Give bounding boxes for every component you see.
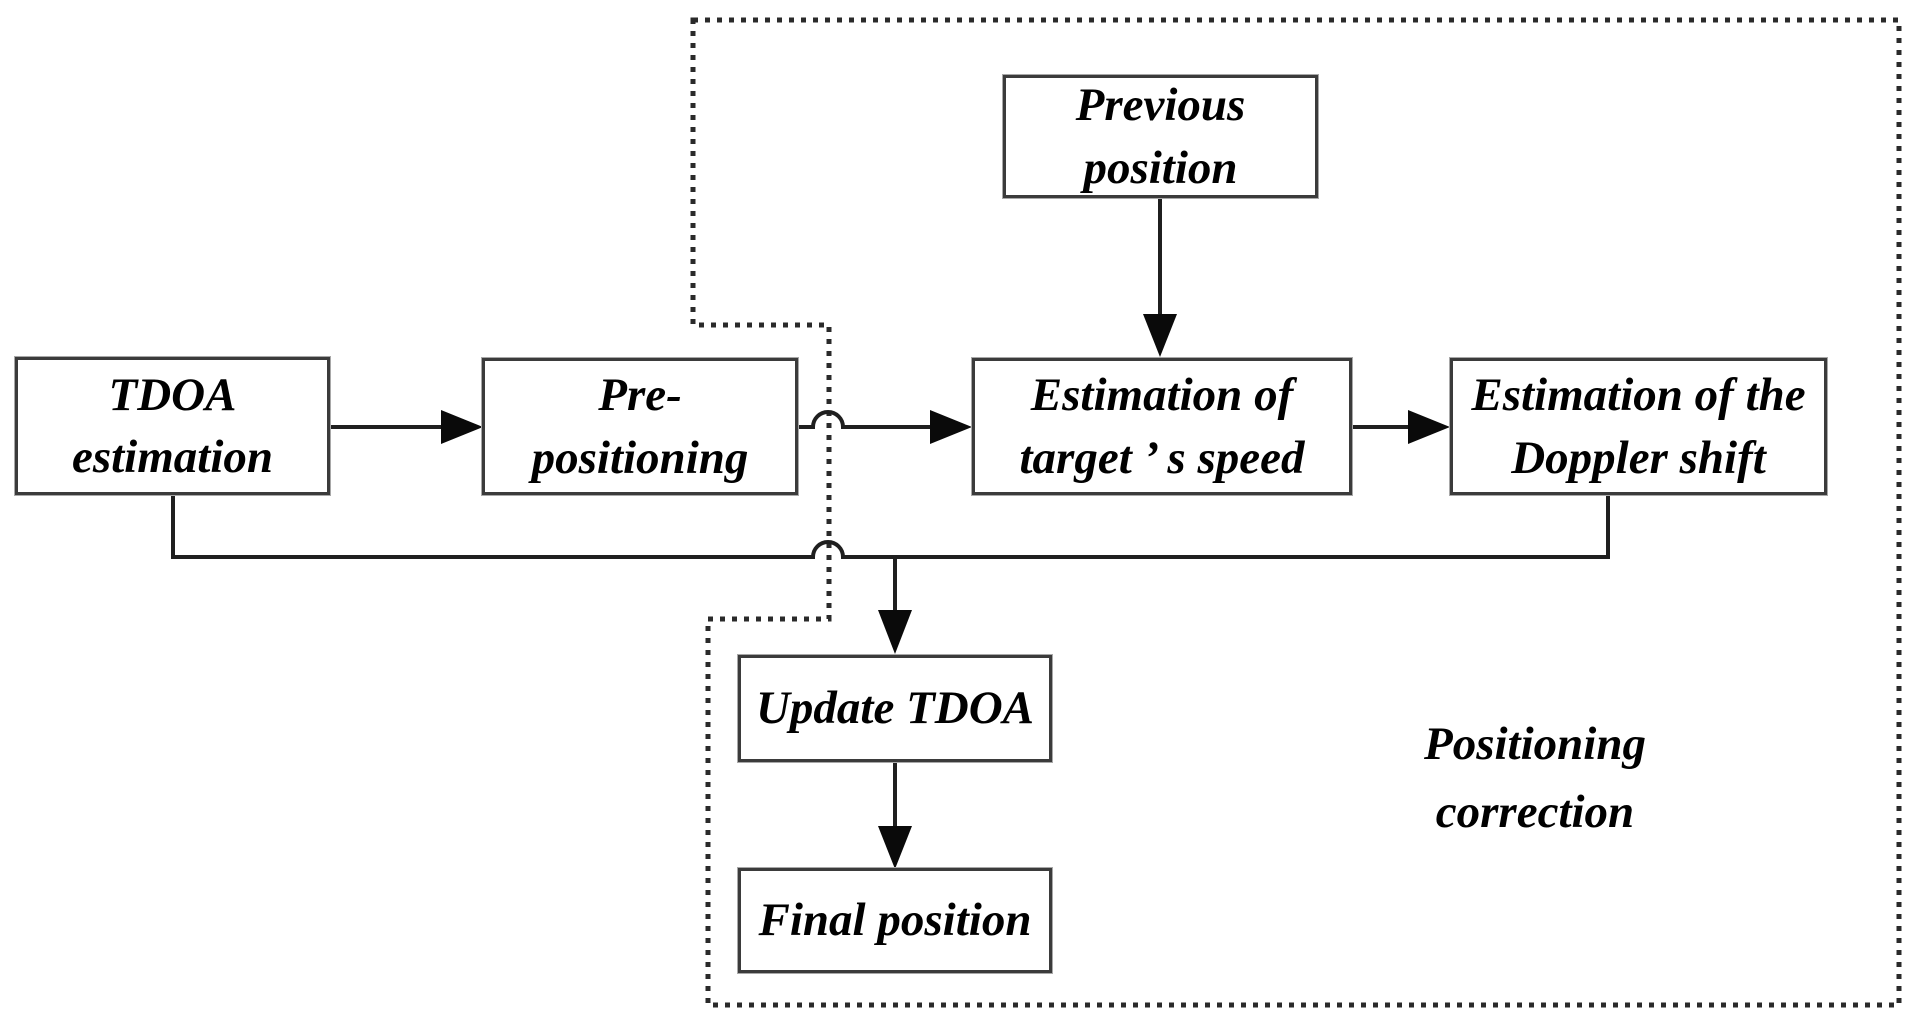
node-pre-positioning-label: Pre- positioning — [531, 369, 749, 484]
dotted-region-border — [690, 17, 1902, 1008]
arrowhead-update-to-final — [878, 826, 912, 869]
region-label-positioning-correction: Positioning correction — [1423, 718, 1646, 839]
node-previous-position: Previous position — [1003, 75, 1318, 198]
node-estimation-target-speed: Estimation of target ’ s speed — [972, 358, 1352, 495]
arrowhead-prepos-to-speed — [930, 410, 972, 444]
node-previous-position-label: Previous position — [1075, 79, 1246, 194]
node-estimation-target-speed-label: Estimation of target ’ s speed — [1019, 369, 1305, 484]
node-final-position-label: Final position — [758, 894, 1032, 947]
node-estimation-doppler-shift-label: Estimation of the Doppler shift — [1471, 369, 1806, 484]
node-pre-positioning: Pre- positioning — [482, 358, 798, 495]
arrowhead-speed-to-doppler — [1408, 410, 1450, 444]
arrowhead-collector-to-update — [878, 610, 912, 654]
arrowhead-prev-to-speed — [1143, 314, 1177, 357]
node-tdoa-estimation: TDOA estimation — [15, 357, 330, 495]
node-tdoa-estimation-label: TDOA estimation — [71, 368, 274, 484]
connector-prepos-to-speed — [798, 410, 930, 429]
node-final-position: Final position — [738, 868, 1052, 973]
node-estimation-doppler-shift: Estimation of the Doppler shift — [1450, 358, 1827, 495]
connector-collector-line — [171, 495, 1610, 559]
node-update-tdoa: Update TDOA — [738, 655, 1052, 762]
arrowhead-tdoa-to-prepos — [441, 410, 483, 444]
node-update-tdoa-label: Update TDOA — [755, 682, 1035, 735]
